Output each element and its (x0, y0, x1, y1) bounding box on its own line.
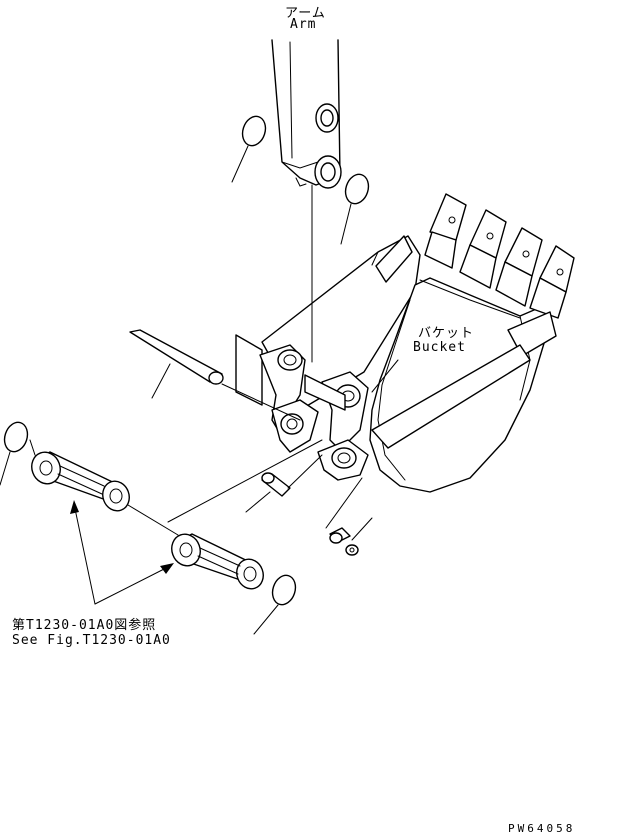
bucket (235, 193, 575, 493)
arm-label-en: Arm (290, 17, 317, 32)
bucket-pin (129, 329, 301, 421)
o-ring-link-bottom (253, 574, 297, 635)
bucket-label-jp: バケット (418, 326, 475, 341)
bucket-bracket-right (317, 371, 369, 481)
drawing-code: PW64058 (508, 822, 576, 835)
reference-label-jp: 第T1230-01A0図参照 (12, 618, 157, 633)
reference-label-en: See Fig.T1230-01A0 (12, 633, 171, 648)
link-lower (171, 533, 264, 590)
arm-label-jp: アーム (285, 6, 326, 21)
o-ring-arm-left (231, 115, 267, 183)
bucket-label-en: Bucket (413, 340, 466, 355)
nuts (325, 477, 373, 556)
bucket-bracket-left (259, 344, 319, 453)
reference-arrows (70, 500, 174, 605)
o-ring-link-left (0, 421, 29, 486)
bucket-teeth (424, 193, 575, 319)
bolt (245, 454, 323, 513)
o-ring-arm-right (340, 173, 370, 245)
arm (271, 39, 342, 189)
link-upper (31, 451, 130, 512)
